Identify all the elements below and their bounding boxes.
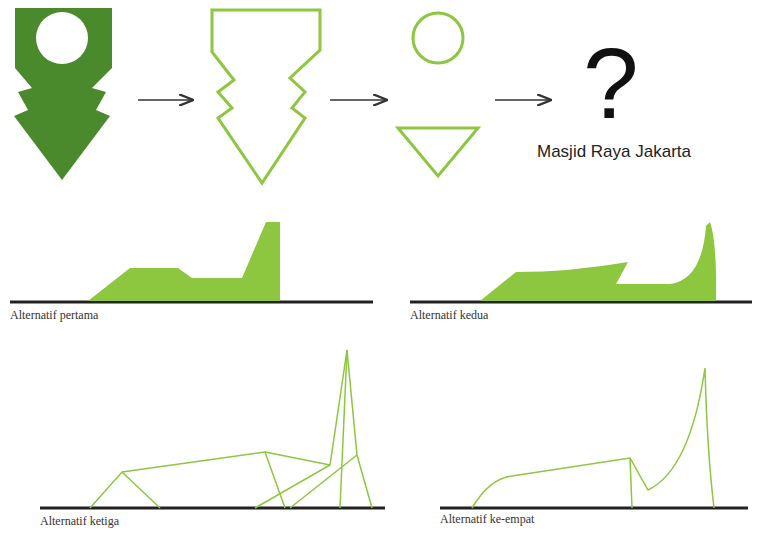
dark-green-motif: [14, 8, 112, 180]
circle-shape: [413, 13, 463, 63]
alternative-label: Alternatif ketiga: [40, 515, 119, 528]
motif-hole: [36, 12, 88, 64]
arrow: [138, 99, 192, 101]
alternative-label: Alternatif ke-empat: [440, 513, 534, 526]
wireframe: [90, 350, 372, 508]
silhouette: [88, 222, 280, 301]
wireframe: [472, 368, 714, 508]
arrow: [330, 99, 386, 101]
triangle-shape: [398, 128, 478, 176]
alternative-label: Alternatif kedua: [410, 309, 488, 322]
silhouette: [480, 222, 716, 301]
title-label: Masjid Raya Jakarta: [537, 143, 691, 162]
question-mark: ?: [583, 28, 639, 138]
ground-line: [440, 507, 748, 510]
arrow: [495, 99, 550, 101]
outline-motif: [212, 10, 320, 183]
alternative-label: Alternatif pertama: [10, 309, 98, 322]
